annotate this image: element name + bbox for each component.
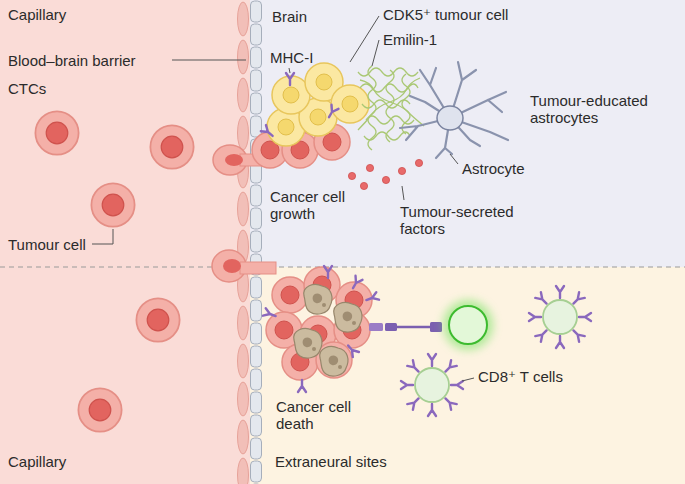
brain-ground	[250, 0, 685, 267]
molecule-label: Tumour-secreted factors	[400, 203, 530, 238]
process-label: Cancer cell growth	[270, 188, 360, 223]
cell-label: CDK5⁺ tumour cell	[383, 6, 508, 23]
process-label: Cancer cell death	[276, 398, 366, 433]
t-cells	[401, 286, 591, 416]
tcr-engagement	[369, 322, 442, 332]
region-label: Capillary	[8, 453, 66, 470]
brain-region: Brain	[250, 0, 685, 267]
barrier-cells	[250, 0, 262, 484]
molecule-label: MHC-I	[270, 49, 313, 66]
cell-label: Astrocyte	[462, 160, 525, 177]
cell-label: Tumour cell	[8, 236, 86, 253]
molecule-label: Emilin-1	[383, 31, 437, 48]
divider-line	[0, 266, 685, 267]
dying-tumour-cluster	[263, 266, 379, 392]
capillary-region: Capillary	[0, 267, 250, 484]
capillary-lumen	[0, 0, 250, 484]
leader-lines	[92, 16, 474, 381]
cell-label: Tumour-educated astrocytes	[530, 92, 680, 127]
emilin-mesh	[358, 66, 424, 150]
extraneural-region: Extraneural sites	[250, 267, 685, 484]
structure-label: Blood–brain barrier	[8, 52, 136, 69]
cell-label: CTCs	[8, 80, 46, 97]
endothelium	[236, 0, 250, 484]
region-label: Capillary	[8, 6, 66, 23]
capillary-region: Capillary	[0, 0, 250, 267]
circulating-cells	[35, 111, 193, 431]
region-label: Extraneural sites	[275, 453, 387, 470]
cell-label: CD8⁺ T cells	[478, 368, 563, 385]
region-label: Brain	[272, 8, 307, 25]
extravasating-cell	[212, 250, 276, 282]
extraneural-ground	[250, 267, 685, 484]
secreted-factors	[348, 159, 422, 189]
brain-tumour-cluster	[252, 63, 369, 168]
astrocyte	[400, 62, 508, 158]
